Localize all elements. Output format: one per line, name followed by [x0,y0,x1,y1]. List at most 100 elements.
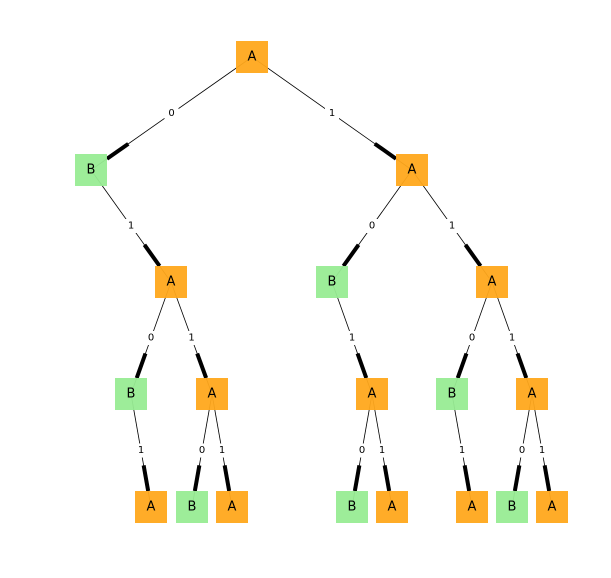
svg-text:1: 1 [128,221,134,232]
edge-label: 1 [455,443,469,458]
edge-label: 1 [535,443,549,458]
edge-label: 1 [375,443,389,458]
svg-text:1: 1 [138,445,144,456]
svg-text:1: 1 [349,333,355,344]
arrowhead-icon [195,352,209,379]
arrowhead-icon [515,352,529,379]
arrowhead-icon [134,352,148,379]
arrowhead-icon [373,142,398,161]
node-b: B [496,491,528,523]
node-box [356,378,388,410]
arrowhead-icon [382,465,392,492]
arrowhead-icon [455,352,469,379]
svg-text:B: B [127,387,136,402]
svg-text:0: 0 [519,445,525,456]
node-a: A [376,491,408,523]
node-b: B [75,154,107,186]
node-a: A [356,378,388,410]
node-b: B [436,378,468,410]
svg-text:A: A [368,387,377,402]
svg-text:B: B [188,500,197,515]
svg-text:1: 1 [509,333,515,344]
arrowhead-icon [462,465,472,492]
node-a: A [536,491,568,523]
svg-text:0: 0 [168,108,174,119]
node-box [456,491,488,523]
node-a: A [236,41,268,73]
svg-text:A: A [408,163,417,178]
edge-label: 1 [184,331,199,345]
svg-text:A: A [548,500,557,515]
edge-label: 0 [144,331,158,345]
svg-text:A: A [488,275,497,290]
node-box [436,378,468,410]
arrowhead-icon [222,465,232,492]
svg-text:B: B [328,275,337,290]
edge-label: 1 [445,219,459,233]
edge-label: 0 [355,443,369,458]
node-b: B [316,266,348,298]
svg-text:1: 1 [539,445,545,456]
node-box [236,41,268,73]
svg-text:B: B [508,500,517,515]
node-a: A [476,266,508,298]
svg-text:A: A [208,387,217,402]
node-box [155,266,187,298]
arrowhead-icon [512,465,522,492]
svg-text:B: B [87,163,96,178]
node-a: A [135,491,167,523]
svg-text:0: 0 [199,445,205,456]
svg-text:1: 1 [219,445,225,456]
node-box [115,378,147,410]
svg-text:0: 0 [369,221,375,232]
node-box [316,266,348,298]
arrowhead-icon [192,465,202,492]
node-box [516,378,548,410]
arrowhead-icon [352,465,362,492]
svg-text:0: 0 [359,445,365,456]
edge-label: 1 [345,331,359,345]
edge-label: 1 [215,443,229,458]
node-box [135,491,167,523]
svg-text:1: 1 [459,445,465,456]
svg-text:A: A [248,50,257,65]
svg-text:B: B [348,500,357,515]
node-b: B [115,378,147,410]
svg-text:1: 1 [188,333,194,344]
svg-text:B: B [448,387,457,402]
svg-text:1: 1 [329,108,335,119]
edge-label: 1 [505,331,519,345]
node-b: B [176,491,208,523]
edge-label: 0 [195,443,209,458]
node-a: A [396,154,428,186]
node-box [336,491,368,523]
svg-text:A: A [528,387,537,402]
edge-label: 1 [134,443,148,458]
svg-text:1: 1 [449,221,455,232]
svg-text:A: A [468,500,477,515]
arrowhead-icon [341,243,361,268]
node-a: A [216,491,248,523]
node-box [536,491,568,523]
svg-text:A: A [147,500,156,515]
node-a: A [196,378,228,410]
arrowhead-icon [141,465,151,492]
node-box [216,491,248,523]
svg-text:1: 1 [379,445,385,456]
edge-label: 0 [515,443,529,458]
edge-label: 1 [124,219,138,233]
node-box [196,378,228,410]
node-a: A [516,378,548,410]
edge-label: 0 [365,219,379,233]
arrowhead-icon [355,352,369,379]
svg-text:A: A [388,500,397,515]
node-box [476,266,508,298]
arrowhead-icon [463,243,483,268]
node-box [376,491,408,523]
edge-label: 0 [164,106,179,121]
node-b: B [336,491,368,523]
arrowhead-icon [542,465,552,492]
